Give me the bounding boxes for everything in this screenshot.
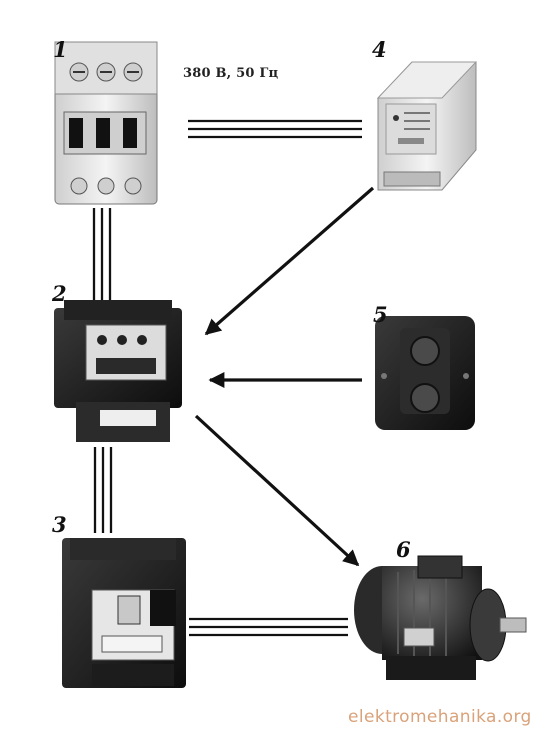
power-line-3-6 [189, 617, 348, 637]
supply-voltage-label: 380 В, 50 Гц [183, 66, 279, 81]
circuit-breaker-icon [54, 41, 158, 205]
label-2: 2 [52, 281, 67, 306]
motor-protection-breaker-icon [62, 538, 186, 688]
label-5: 5 [373, 302, 388, 327]
label-4: 4 [372, 37, 387, 62]
power-line-1-4 [188, 119, 362, 139]
label-6: 6 [396, 537, 411, 562]
control-relay-icon [376, 61, 478, 191]
electric-motor-icon [354, 555, 527, 680]
label-1: 1 [53, 37, 68, 62]
arrow-2-to-6 [194, 414, 360, 567]
arrow-4-to-2 [204, 186, 375, 336]
label-3: 3 [52, 512, 67, 537]
push-button-station-icon [375, 316, 475, 430]
watermark: elektromehanika.org [348, 707, 532, 727]
contactor-icon [54, 300, 182, 442]
power-line-2-3 [93, 447, 113, 533]
power-line-1-2 [92, 208, 112, 302]
